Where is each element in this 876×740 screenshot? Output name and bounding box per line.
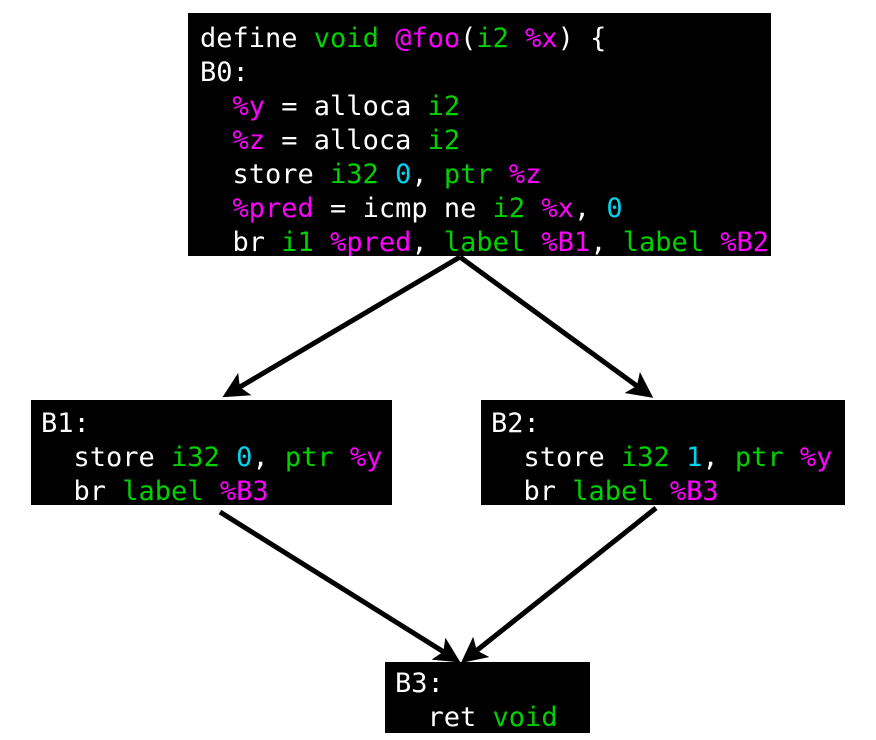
ir-token-id: %y: [232, 91, 266, 122]
edge-b0-b1: [222, 254, 462, 398]
ir-line: br label %B3: [491, 475, 845, 505]
ir-token-kw: ret: [395, 702, 493, 733]
ir-token-ty: void: [492, 702, 558, 733]
ir-token-ty: i2: [427, 125, 461, 156]
ir-line: B0:: [200, 56, 771, 90]
ir-token-ty: ptr: [284, 442, 350, 473]
basic-block-b3[interactable]: B3: ret void: [385, 662, 590, 733]
ir-token-id: %y: [799, 442, 833, 473]
edge-b2-b3: [460, 506, 658, 664]
ir-token-kw: store: [200, 159, 331, 190]
ir-token-lbl: B3:: [395, 668, 444, 699]
ir-token-pun: (: [460, 23, 477, 54]
ir-token-id: %pred: [232, 193, 314, 224]
ir-token-kw: = alloca: [265, 91, 428, 122]
ir-token-num: 0: [236, 442, 253, 473]
ir-token-ty: i2: [427, 91, 461, 122]
ir-token-ty: i1: [281, 227, 331, 256]
ir-token-ty: i2: [492, 193, 542, 224]
ir-token-ty: label: [622, 227, 721, 256]
ir-token-num: 0: [606, 193, 623, 224]
ir-token-kw: br: [491, 476, 573, 505]
ir-token-num: 0: [395, 159, 412, 190]
ir-line: store i32 1, ptr %y: [491, 441, 845, 475]
ir-token-kw: = alloca: [265, 125, 428, 156]
ir-line: define void @foo(i2 %x) {: [200, 22, 771, 56]
ir-token-num: 1: [686, 442, 703, 473]
ir-token-id: %B3: [669, 476, 719, 505]
ir-token-ty: void: [313, 23, 396, 54]
ir-token-pun: ,: [573, 193, 607, 224]
ir-token-kw: store: [491, 442, 622, 473]
ir-token-kw: store: [41, 442, 172, 473]
ir-token-kw: define: [200, 23, 314, 54]
ir-token-id: %z: [232, 125, 266, 156]
ir-token-kw: = icmp ne: [313, 193, 493, 224]
ir-token-ty: ptr: [734, 442, 800, 473]
ir-token-lbl: B0:: [200, 57, 249, 88]
ir-token-kw: br: [200, 227, 282, 256]
ir-token-pun: ) {: [557, 23, 607, 54]
ir-line: br label %B3: [41, 475, 392, 505]
ir-token-id: %B1: [541, 227, 591, 256]
ir-token-ty: i32: [330, 159, 396, 190]
ir-token-id: %B3: [219, 476, 269, 505]
ir-line: ret void: [395, 701, 590, 733]
ir-token-ty: label: [443, 227, 542, 256]
ir-token-pun: ,: [252, 442, 285, 473]
ir-line: %z = alloca i2: [200, 124, 771, 158]
ir-token-id: %x: [541, 193, 574, 224]
edge-b1-b3: [218, 509, 461, 663]
ir-token-pun: ,: [590, 227, 623, 256]
ir-line: B3:: [395, 667, 590, 701]
edge-b0-b2: [458, 254, 654, 398]
ir-token-pun: ,: [411, 227, 444, 256]
ir-line: B1:: [41, 407, 392, 441]
ir-token-id: %B2: [720, 227, 770, 256]
ir-line: store i32 0, ptr %z: [200, 158, 771, 192]
ir-token-id: %y: [349, 442, 383, 473]
ir-token-lbl: B2:: [491, 408, 540, 439]
ir-token-id: %x: [525, 23, 558, 54]
ir-token-ty: label: [572, 476, 670, 505]
ir-line: %pred = icmp ne i2 %x, 0: [200, 192, 771, 226]
ir-token-id: %z: [508, 159, 542, 190]
ir-token-pun: ,: [702, 442, 735, 473]
ir-token-pun: [200, 125, 233, 156]
ir-line: %y = alloca i2: [200, 90, 771, 124]
ir-token-ty: ptr: [443, 159, 509, 190]
ir-token-ty: label: [122, 476, 220, 505]
ir-token-kw: br: [41, 476, 123, 505]
basic-block-b2[interactable]: B2: store i32 1, ptr %y br label %B3: [481, 400, 845, 505]
ir-token-pun: ,: [411, 159, 444, 190]
ir-token-ty: i32: [621, 442, 687, 473]
ir-line: br i1 %pred, label %B1, label %B2: [200, 226, 771, 256]
ir-token-ty: i2: [476, 23, 526, 54]
ir-token-ty: i32: [171, 442, 237, 473]
ir-line: store i32 0, ptr %y: [41, 441, 392, 475]
ir-token-id: %pred: [330, 227, 412, 256]
basic-block-b0[interactable]: define void @foo(i2 %x) {B0: %y = alloca…: [188, 13, 771, 256]
basic-block-b1[interactable]: B1: store i32 0, ptr %y br label %B3: [31, 400, 392, 505]
ir-token-pun: [200, 91, 233, 122]
ir-line: B2:: [491, 407, 845, 441]
ir-token-pun: [200, 193, 233, 224]
ir-token-id: @foo: [395, 23, 461, 54]
ir-token-lbl: B1:: [41, 408, 90, 439]
